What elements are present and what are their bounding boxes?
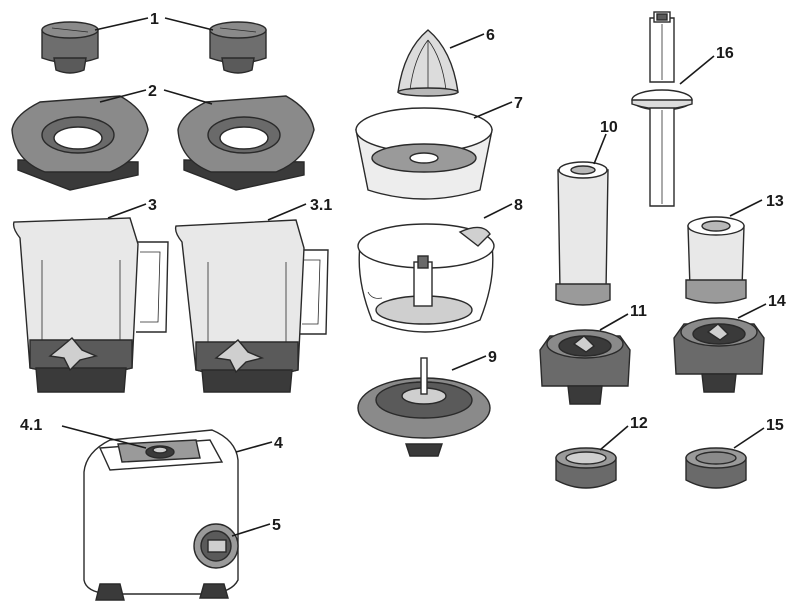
part-12-storage-lid: [555, 447, 617, 489]
part-11-blade-assembly: [539, 329, 631, 405]
part-13-short-cup: [685, 216, 747, 304]
label-15: 15: [766, 417, 784, 434]
part-5-control-dial: [193, 523, 239, 569]
part-10-tall-cup: [555, 161, 611, 306]
label-6: 6: [486, 27, 495, 44]
part-9-base-disc: [357, 357, 491, 457]
part-1-lid-cap-right: [209, 21, 267, 74]
label-3-1: 3.1: [310, 197, 332, 214]
part-14-blade-assembly: [673, 317, 765, 393]
label-2: 2: [148, 83, 157, 100]
part-7-juicer-sieve: [355, 107, 493, 200]
part-6-juicer-cone: [397, 29, 459, 97]
label-13: 13: [766, 193, 784, 210]
label-3: 3: [148, 197, 157, 214]
label-4: 4: [274, 435, 283, 452]
part-4-motor-base: [83, 429, 239, 601]
label-11: 11: [630, 303, 647, 320]
label-14: 14: [768, 293, 786, 310]
part-2-lid-left: [11, 95, 149, 191]
label-5: 5: [272, 517, 281, 534]
label-9: 9: [488, 349, 497, 366]
label-16: 16: [716, 45, 734, 62]
part-3-1-jar: [174, 219, 329, 393]
part-1-lid-cap-left: [41, 21, 99, 74]
label-1: 1: [150, 11, 159, 28]
part-2-lid-right: [177, 95, 315, 191]
label-8: 8: [514, 197, 523, 214]
label-4-1: 4.1: [20, 417, 42, 434]
part-15-storage-lid: [685, 447, 747, 489]
label-12: 12: [630, 415, 648, 432]
label-10: 10: [600, 119, 618, 136]
part-8-juicer-bowl: [357, 223, 495, 333]
part-3-jar: [12, 217, 169, 393]
label-7: 7: [514, 95, 523, 112]
part-16-tamper: [631, 11, 693, 207]
